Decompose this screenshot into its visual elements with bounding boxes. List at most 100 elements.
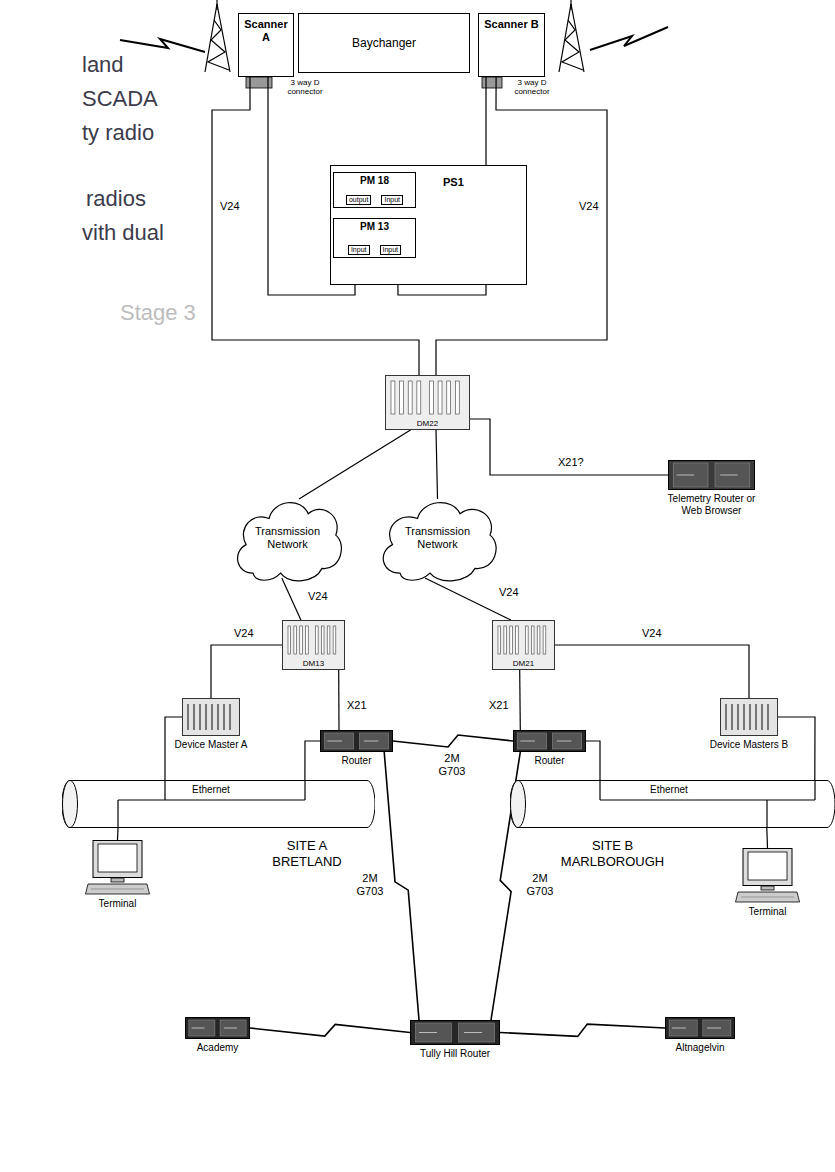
- box-label: Scanner A: [242, 18, 290, 44]
- equipment-caption: Terminal: [83, 898, 153, 910]
- link-label: X21: [345, 699, 369, 712]
- network-cloud: Transmission Network: [230, 490, 345, 585]
- rect-shape: [543, 626, 546, 654]
- slide-text: ty radio: [82, 120, 154, 146]
- cable-line: [117, 828, 119, 840]
- equipment-caption: Device Masters B: [694, 739, 804, 751]
- rect-shape: [514, 731, 586, 752]
- polyline-shape: [120, 39, 205, 52]
- port-label: Input: [348, 245, 370, 255]
- rect-shape: [493, 621, 555, 670]
- rect-shape: [510, 626, 513, 654]
- cable-line: [211, 645, 282, 698]
- equipment-icon: Altnagelvin: [665, 1017, 735, 1039]
- cloud-label: Transmission Network: [398, 525, 478, 551]
- rect-shape: [400, 381, 404, 414]
- shape-graphic: [735, 848, 800, 903]
- link-label: V24: [497, 586, 521, 599]
- line-shape: [814, 780, 815, 800]
- path-shape: [238, 503, 342, 581]
- g703-link: [250, 1024, 410, 1036]
- cable-line: [299, 430, 411, 499]
- equipment-icon: Tully Hill Router: [410, 1020, 500, 1045]
- rect-shape: [220, 1020, 246, 1036]
- rect-shape: [447, 381, 451, 414]
- rect-shape: [186, 1018, 250, 1039]
- equipment-caption: Academy: [178, 1042, 258, 1054]
- module-label: PM 18: [360, 175, 389, 187]
- line-shape: [199, 704, 201, 730]
- line-shape: [672, 1028, 686, 1029]
- shape-graphic: [85, 840, 150, 895]
- line-shape: [570, 0, 571, 10]
- line-shape: [117, 800, 118, 828]
- rect-shape: [761, 886, 774, 890]
- equipment-icon: Terminal: [735, 848, 800, 903]
- g703-link: [393, 735, 513, 747]
- line-shape: [224, 1028, 237, 1029]
- rect-shape: [327, 626, 330, 654]
- rect-shape: [459, 1023, 495, 1042]
- rect-shape: [408, 381, 412, 414]
- path-shape: [62, 781, 375, 828]
- cable-line: [282, 578, 301, 620]
- slide-text: SCADA: [82, 86, 158, 112]
- equipment-caption: Tully Hill Router: [395, 1048, 515, 1060]
- line-shape: [205, 4, 217, 72]
- g-shape: [120, 0, 668, 72]
- rect-shape: [411, 1021, 500, 1045]
- equipment-caption: Device Master A: [156, 739, 266, 751]
- line-shape: [164, 780, 165, 800]
- rect-shape: [417, 381, 421, 414]
- line-shape: [364, 741, 379, 742]
- polygon-shape: [86, 884, 150, 894]
- shape-graphic: [668, 460, 755, 490]
- port-label: Input: [381, 195, 403, 205]
- link-label: 2M G703: [520, 872, 560, 898]
- equipment-icon: Terminal: [85, 840, 150, 895]
- link-label: 2M G703: [350, 872, 390, 898]
- rect-shape: [93, 841, 142, 878]
- rect-shape: [669, 1020, 697, 1036]
- port-row: Input Input: [348, 245, 401, 255]
- rect-shape: [552, 733, 581, 749]
- rect-shape: [391, 381, 395, 414]
- rect-shape: [321, 731, 393, 752]
- line-shape: [211, 704, 213, 730]
- device-box: Scanner A: [238, 13, 294, 77]
- cable-line: [338, 670, 339, 730]
- line-shape: [217, 704, 219, 730]
- connector-note: 3 way D connector: [503, 78, 561, 96]
- equipment-caption: Telemetry Router or Web Browser: [657, 493, 767, 517]
- port-label: output: [346, 195, 371, 205]
- line-shape: [193, 704, 195, 730]
- line-shape: [557, 741, 572, 742]
- cable-line: [212, 77, 419, 375]
- link-label: V24: [640, 627, 664, 640]
- line-shape: [755, 704, 757, 730]
- line-shape: [217, 4, 230, 72]
- rect-shape: [748, 852, 787, 880]
- rect-shape: [430, 381, 434, 414]
- line-shape: [192, 1028, 205, 1029]
- cable-line: [436, 430, 438, 499]
- link-label: V24: [577, 200, 601, 213]
- port-label: Input: [380, 245, 402, 255]
- segment-label: Ethernet: [192, 784, 230, 795]
- watermark: Stage 3: [120, 300, 196, 326]
- rack-label: DM22: [385, 419, 470, 428]
- rect-shape: [386, 376, 470, 430]
- line-shape: [720, 475, 737, 476]
- slide-text: land: [82, 52, 124, 78]
- polygon-shape: [736, 892, 800, 902]
- multiplexer-rack: DM22: [385, 375, 470, 430]
- equipment-icon: Router: [513, 730, 586, 752]
- link-label: X21?: [556, 456, 586, 469]
- line-shape: [600, 799, 815, 800]
- rect-shape: [455, 381, 459, 414]
- line-shape: [205, 704, 207, 730]
- line-shape: [737, 704, 739, 730]
- line-shape: [187, 704, 189, 730]
- line-shape: [229, 704, 231, 730]
- line-shape: [304, 780, 305, 800]
